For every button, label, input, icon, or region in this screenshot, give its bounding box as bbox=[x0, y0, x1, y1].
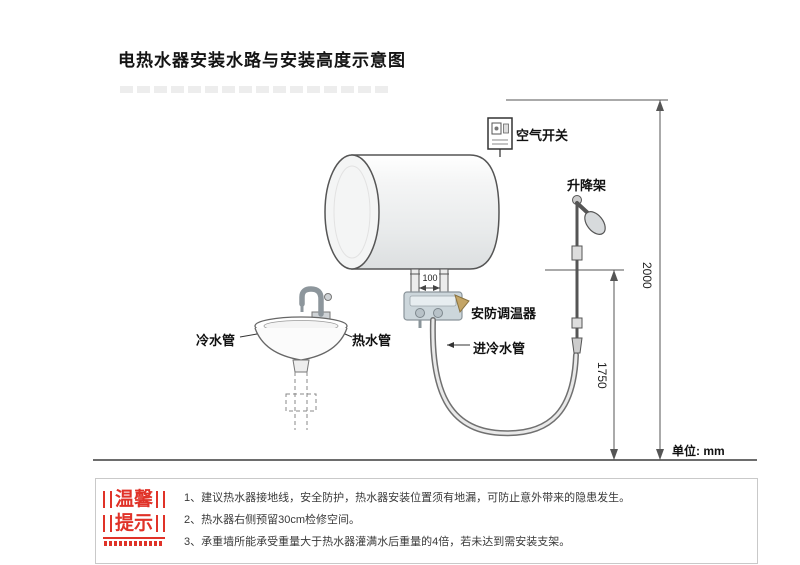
stamp-bar bbox=[102, 514, 112, 532]
stamp-fine-print bbox=[104, 541, 164, 546]
stamp-bar bbox=[156, 514, 165, 532]
stamp-bar bbox=[156, 490, 165, 508]
warm-tips-stamp: 温馨 提示 bbox=[101, 487, 167, 555]
tip-line-3: 3、承重墙所能承受重量大于热水器灌满水后重量的4倍，若未达到需安装支架。 bbox=[184, 536, 571, 548]
cold-inlet-pointer bbox=[447, 342, 470, 348]
tip-line-2: 2、热水器右侧预留30cm检修空间。 bbox=[184, 514, 361, 526]
tips-text: 1、建议热水器接地线，安全防护，热水器安装位置须有地漏，可防止意外带来的隐患发生… bbox=[184, 487, 744, 553]
stamp-divider bbox=[103, 537, 165, 539]
drain-pipes-dashed bbox=[285, 372, 317, 430]
cold-pipe-pointer bbox=[239, 333, 258, 338]
stamp-bar bbox=[102, 490, 112, 508]
label-hot-pipe: 热水管 bbox=[352, 333, 392, 348]
label-dim-100: 100 bbox=[422, 273, 438, 283]
thermostat-pointer-arrow-icon bbox=[454, 294, 470, 314]
dimension-2000-line bbox=[506, 99, 668, 460]
tip-line-1: 1、建议热水器接地线，安全防护，热水器安装位置须有地漏，可防止意外带来的隐患发生… bbox=[184, 492, 631, 504]
hand-shower-holder bbox=[571, 337, 583, 354]
stamp-row-2: 提示 bbox=[101, 511, 167, 535]
label-thermostat: 安防调温器 bbox=[471, 306, 537, 321]
air-switch-icon bbox=[487, 117, 513, 150]
label-dim-1750: 1750 bbox=[595, 362, 609, 389]
stamp-text-2: 提示 bbox=[114, 512, 153, 534]
label-cold-pipe: 冷水管 bbox=[196, 333, 236, 348]
label-cold-inlet: 进冷水管 bbox=[473, 341, 526, 356]
label-air-switch: 空气开关 bbox=[516, 128, 569, 143]
faucet-icon bbox=[299, 286, 324, 317]
label-lift-rack: 升降架 bbox=[567, 178, 607, 193]
tips-panel bbox=[95, 478, 758, 564]
label-unit-mm: 单位: mm bbox=[672, 444, 725, 458]
shower-hose bbox=[429, 317, 579, 437]
water-heater-tank bbox=[324, 154, 500, 270]
shower-rail bbox=[571, 195, 583, 338]
label-dim-2000: 2000 bbox=[640, 262, 654, 289]
wash-basin bbox=[254, 286, 348, 430]
stamp-row-1: 温馨 bbox=[101, 487, 167, 511]
hot-pipe-pointer bbox=[344, 333, 353, 338]
dimension-1750-line bbox=[545, 269, 624, 460]
dimension-100-line bbox=[419, 285, 440, 291]
faint-subtitle-line bbox=[120, 86, 388, 93]
shower-head-icon bbox=[575, 201, 606, 235]
stamp-text-1: 温馨 bbox=[114, 488, 153, 510]
page-title: 电热水器安装水路与安装高度示意图 bbox=[118, 51, 406, 70]
